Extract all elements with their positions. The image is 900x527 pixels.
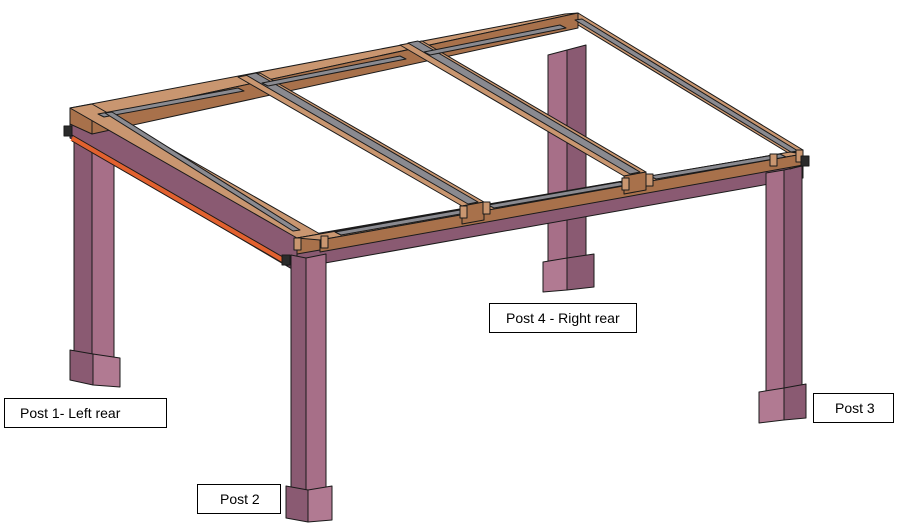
post-1-left-rear [69, 137, 121, 388]
post-2-label: Post 2 [197, 484, 281, 514]
joist-hangers [293, 149, 804, 251]
joist-2 [399, 40, 647, 195]
post-2 [285, 253, 333, 523]
post-1-label: Post 1- Left rear [4, 398, 167, 428]
joist-1 [237, 72, 485, 225]
post-3-label: Post 3 [813, 393, 894, 423]
post-4-right-rear [542, 44, 595, 293]
metal-strips [97, 18, 799, 236]
post-caps [63, 125, 810, 266]
post-4-label: Post 4 - Right rear [489, 303, 637, 333]
post-3 [758, 165, 807, 424]
highlighted-beam [70, 135, 290, 266]
